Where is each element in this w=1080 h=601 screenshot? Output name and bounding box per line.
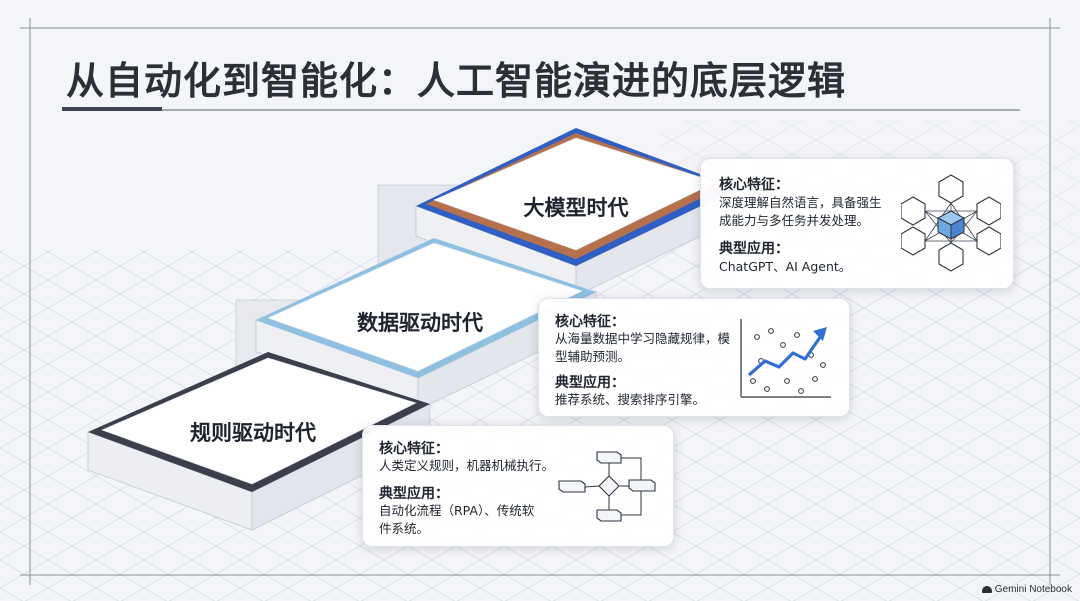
tier-3-features: 深度理解自然语言，具备强生成能力与多任务并发处理。 bbox=[719, 195, 882, 228]
tier-1-features: 人类定义规则，机器机械执行。 bbox=[379, 458, 555, 473]
tier-2-apps-label: 典型应用： bbox=[555, 375, 625, 391]
page-title: 从自动化到智能化：人工智能演进的底层逻辑 bbox=[66, 59, 847, 103]
network-cube-icon bbox=[901, 174, 1001, 272]
tier-1-card: 核心特征： 人类定义规则，机器机械执行。 典型应用： 自动化流程（RPA）、传统… bbox=[362, 425, 674, 547]
tier-3-apps-label: 典型应用： bbox=[719, 241, 789, 257]
tier-1-features-label: 核心特征： bbox=[379, 441, 449, 457]
frame bbox=[20, 18, 1060, 585]
tier-1-name: 规则驱动时代 bbox=[190, 421, 316, 445]
tier-3-card: 核心特征： 深度理解自然语言，具备强生成能力与多任务并发处理。 典型应用： Ch… bbox=[700, 158, 1014, 289]
tier-2-features-label: 核心特征： bbox=[555, 314, 625, 330]
tier-1-apps: 自动化流程（RPA）、传统软件系统。 bbox=[379, 503, 535, 536]
flowchart-icon bbox=[558, 451, 656, 522]
tier-1-platform bbox=[87, 352, 431, 531]
tier-1-apps-label: 典型应用： bbox=[379, 486, 449, 502]
footer-brand: Gemini Notebook bbox=[981, 584, 1072, 595]
tier-3-name: 大模型时代 bbox=[524, 196, 629, 220]
footer-text: Gemini Notebook bbox=[994, 584, 1072, 595]
tier-3-features-label: 核心特征： bbox=[719, 177, 789, 193]
gemini-logo-icon bbox=[981, 586, 992, 593]
tier-2-name: 数据驱动时代 bbox=[357, 311, 483, 335]
tier-2-card: 核心特征： 从海量数据中学习隐藏规律，模型辅助预测。 典型应用： 推荐系统、搜索… bbox=[538, 298, 850, 417]
tier-3-apps: ChatGPT、AI Agent。 bbox=[719, 259, 852, 274]
trend-chart-icon bbox=[740, 319, 831, 398]
tier-2-apps: 推荐系统、搜索排序引擎。 bbox=[555, 392, 706, 407]
tier-2-features: 从海量数据中学习隐藏规律，模型辅助预测。 bbox=[555, 331, 731, 364]
